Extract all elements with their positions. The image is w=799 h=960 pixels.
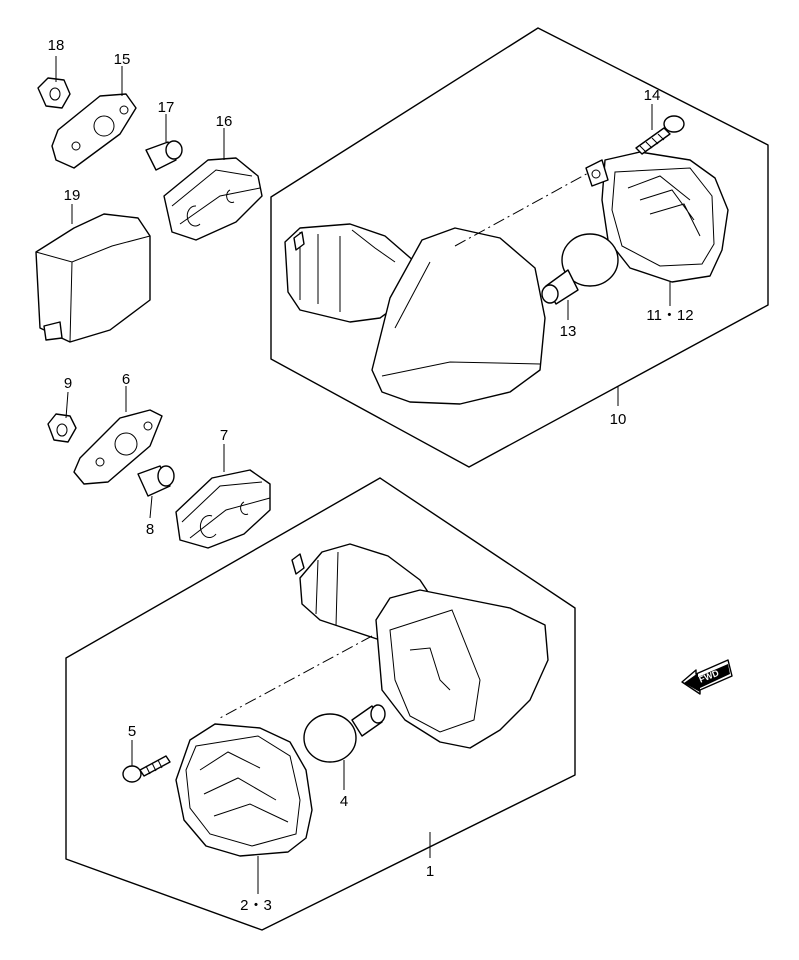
label-part-7: 7 [220,427,228,444]
collar-part-17 [145,140,183,171]
label-part-5: 5 [128,723,136,740]
cushion-part-16 [163,157,263,241]
gasket-part-15 [51,93,137,169]
upper-assembly-box [270,27,769,468]
lower-lens-part-2-3 [175,723,313,857]
leader-lines [55,56,671,894]
label-part-15: 15 [114,51,131,68]
screw-part-5 [122,755,171,783]
label-part-1: 1 [426,863,434,880]
label-part-18: 18 [48,37,65,54]
lower-turn-signal-housing [291,543,549,749]
lower-bulb-part-4 [303,704,386,763]
upper-lens-part-11-12 [585,151,729,283]
label-part-14: 14 [644,87,661,104]
label-part-10: 10 [610,411,627,428]
label-part-16: 16 [216,113,233,130]
nut-part-9 [47,413,77,443]
upper-turn-signal-housing [284,223,546,405]
screw-part-14 [635,115,685,155]
upper-bulb-part-13 [541,233,619,305]
label-part-9: 9 [64,375,72,392]
upper-alignment-line [454,171,591,247]
relay-part-19 [35,213,151,343]
forward-arrow-icon: FWD [681,659,733,695]
lower-assembly-box [65,477,576,931]
nut-part-18 [37,77,71,109]
collar-part-8 [137,465,175,497]
label-part-11-12: 11・12 [646,307,693,324]
cushion-part-7 [175,469,271,549]
label-part-4: 4 [340,793,348,810]
label-part-2-3: 2・3 [240,897,272,914]
gasket-part-6 [73,409,163,485]
label-part-6: 6 [122,371,130,388]
label-part-13: 13 [560,323,577,340]
label-part-8: 8 [146,521,154,538]
label-part-17: 17 [158,99,175,116]
label-part-19: 19 [64,187,81,204]
lower-alignment-line [219,635,373,719]
